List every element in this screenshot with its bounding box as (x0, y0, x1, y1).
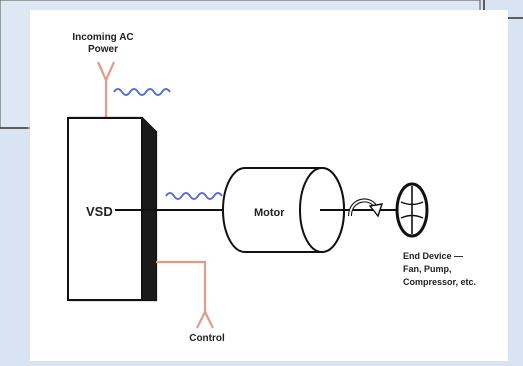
end-device-label-line3: Compressor, etc. (403, 277, 476, 287)
end-device-fan (395, 182, 429, 238)
incoming-ac-label-line2: Power (88, 44, 118, 55)
vsd-box (67, 116, 158, 302)
vsd-label: VSD (86, 204, 113, 219)
control-wire (156, 260, 214, 329)
control-label: Control (189, 333, 225, 344)
end-device-label-line2: Fan, Pump, (403, 264, 452, 274)
end-device-label-line1: End Device — (403, 251, 463, 261)
motor-label: Motor (254, 207, 285, 219)
incoming-ac-label-line1: Incoming AC (72, 32, 133, 43)
output-wave (165, 192, 223, 200)
motor-cylinder (222, 167, 345, 253)
incoming-power-wire (96, 61, 116, 120)
rotation-arrow-icon (348, 198, 384, 218)
incoming-ac-wave (113, 88, 171, 96)
